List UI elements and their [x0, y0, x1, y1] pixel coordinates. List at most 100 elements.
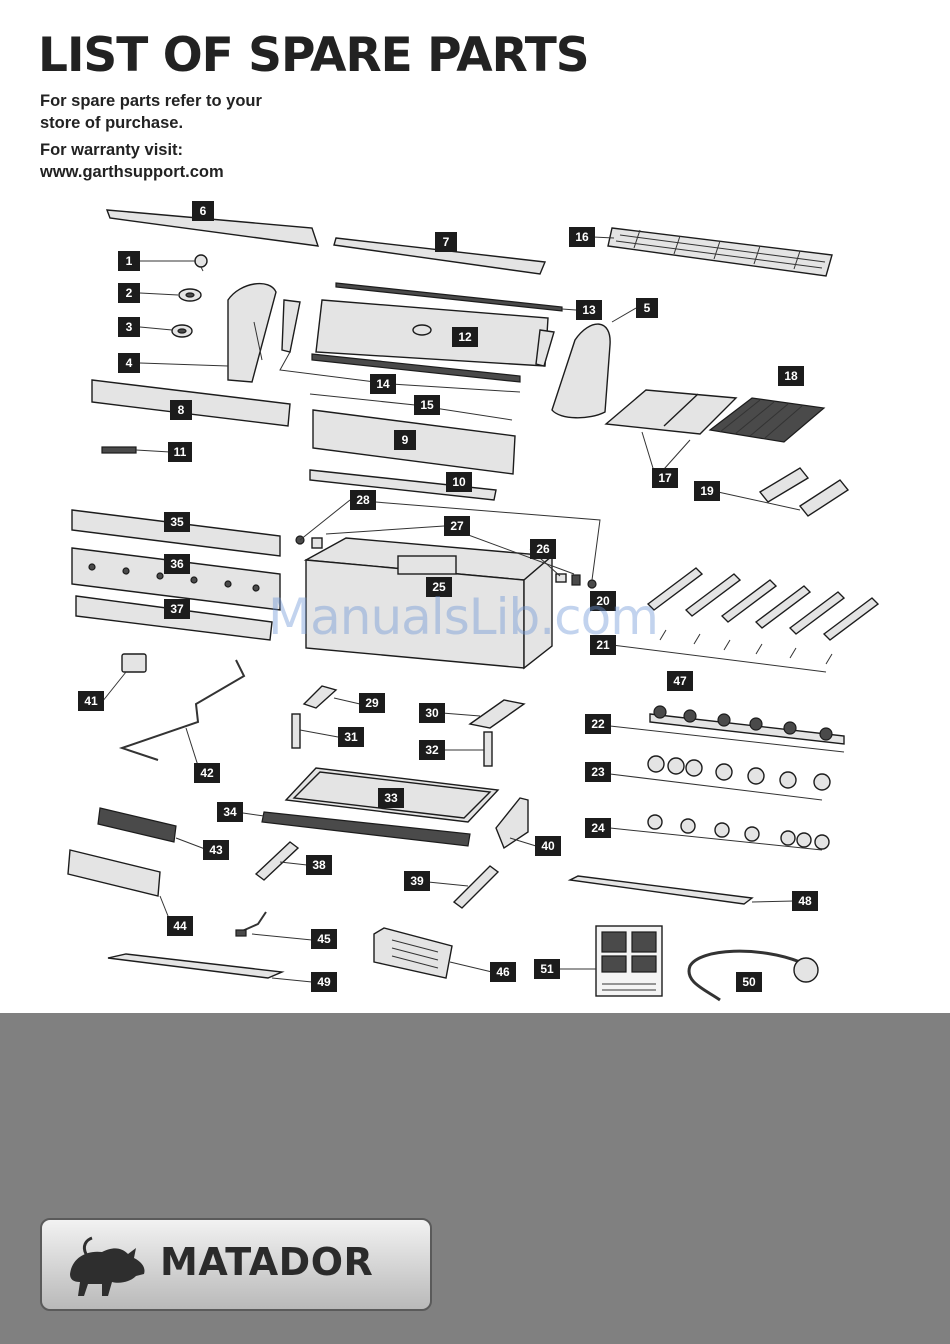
- bull-icon: [56, 1226, 156, 1306]
- svg-text:15: 15: [420, 398, 434, 412]
- svg-text:17: 17: [658, 471, 672, 485]
- part-tag-46: 46: [490, 962, 516, 982]
- part-drawing-46: [374, 928, 452, 978]
- part-tag-33: 33: [378, 788, 404, 808]
- part-tag-41: 41: [78, 691, 104, 711]
- part-drawing-26: [572, 575, 580, 585]
- part-drawing-21: [660, 630, 832, 664]
- svg-text:25: 25: [432, 580, 446, 594]
- svg-text:18: 18: [784, 369, 798, 383]
- svg-text:14: 14: [376, 377, 390, 391]
- svg-text:20: 20: [596, 594, 610, 608]
- part-tag-38: 38: [306, 855, 332, 875]
- part-drawing-30: [470, 700, 524, 728]
- part-drawing-19: [760, 468, 848, 516]
- svg-text:7: 7: [443, 235, 450, 249]
- svg-text:6: 6: [200, 204, 207, 218]
- part-tag-40: 40: [535, 836, 561, 856]
- svg-text:31: 31: [344, 730, 358, 744]
- part-tag-19: 19: [694, 481, 720, 501]
- part-drawing-41: [122, 654, 146, 672]
- part-tag-30: 30: [419, 703, 445, 723]
- brand-logo: MATADOR: [40, 1218, 432, 1311]
- svg-text:27: 27: [450, 519, 464, 533]
- part-drawing-49: [108, 954, 282, 978]
- svg-text:51: 51: [540, 962, 554, 976]
- part-drawing-16: [608, 228, 832, 276]
- part-drawing-44: [68, 850, 160, 896]
- exploded-parts-diagram: 1 2 3 4 5 6 7 8 9 10 11 12 13 14 15 16 1…: [0, 0, 950, 1013]
- svg-text:8: 8: [178, 403, 185, 417]
- part-tag-43: 43: [203, 840, 229, 860]
- svg-text:21: 21: [596, 638, 610, 652]
- svg-text:3: 3: [126, 320, 133, 334]
- part-tag-39: 39: [404, 871, 430, 891]
- part-tag-28: 28: [350, 490, 376, 510]
- part-tag-26: 26: [530, 539, 556, 559]
- part-tag-4: 4: [118, 353, 140, 373]
- svg-text:19: 19: [700, 484, 714, 498]
- part-drawing-23: [648, 756, 830, 790]
- part-tag-44: 44: [167, 916, 193, 936]
- svg-text:10: 10: [452, 475, 466, 489]
- part-tag-14: 14: [370, 374, 396, 394]
- part-drawing-25: [306, 538, 552, 668]
- svg-text:47: 47: [673, 674, 687, 688]
- svg-text:48: 48: [798, 894, 812, 908]
- svg-text:30: 30: [425, 706, 439, 720]
- svg-text:32: 32: [425, 743, 439, 757]
- svg-text:45: 45: [317, 932, 331, 946]
- part-tag-11: 11: [168, 442, 192, 462]
- part-tag-37: 37: [164, 599, 190, 619]
- svg-text:39: 39: [410, 874, 424, 888]
- svg-text:34: 34: [223, 805, 237, 819]
- part-drawing-39: [454, 866, 498, 908]
- svg-text:50: 50: [742, 975, 756, 989]
- part-drawing-2: [179, 289, 201, 301]
- part-tag-45: 45: [311, 929, 337, 949]
- svg-text:44: 44: [173, 919, 187, 933]
- part-drawing-40: [496, 798, 528, 848]
- svg-text:49: 49: [317, 975, 331, 989]
- part-drawing-42: [122, 660, 244, 760]
- svg-text:40: 40: [541, 839, 555, 853]
- part-drawing-4: [228, 284, 276, 382]
- part-drawing-12: [316, 300, 548, 366]
- part-drawing-51: [596, 926, 662, 996]
- part-tag-6: 6: [192, 201, 214, 221]
- part-tag-49: 49: [311, 972, 337, 992]
- part-drawing-43: [98, 808, 176, 842]
- part-tag-25: 25: [426, 577, 452, 597]
- part-tag-9: 9: [394, 430, 416, 450]
- svg-text:46: 46: [496, 965, 510, 979]
- part-tag-47: 47: [667, 671, 693, 691]
- part-tag-35: 35: [164, 512, 190, 532]
- part-tag-2: 2: [118, 283, 140, 303]
- part-drawing-24: [648, 815, 829, 849]
- part-drawing-5: [552, 324, 610, 418]
- part-tag-27: 27: [444, 516, 470, 536]
- part-tag-17: 17: [652, 468, 678, 488]
- part-drawing-31: [292, 714, 300, 748]
- part-tag-22: 22: [585, 714, 611, 734]
- svg-text:42: 42: [200, 766, 214, 780]
- part-drawing-38: [256, 842, 298, 880]
- svg-text:26: 26: [536, 542, 550, 556]
- svg-text:37: 37: [170, 602, 184, 616]
- part-tag-23: 23: [585, 762, 611, 782]
- part-tag-31: 31: [338, 727, 364, 747]
- svg-text:9: 9: [402, 433, 409, 447]
- part-tag-20: 20: [590, 591, 616, 611]
- svg-text:5: 5: [644, 301, 651, 315]
- part-tag-42: 42: [194, 763, 220, 783]
- svg-text:29: 29: [365, 696, 379, 710]
- part-tag-5: 5: [636, 298, 658, 318]
- svg-text:11: 11: [174, 445, 187, 459]
- svg-text:23: 23: [591, 765, 605, 779]
- part-tag-10: 10: [446, 472, 472, 492]
- part-tag-12: 12: [452, 327, 478, 347]
- part-drawing-32: [484, 732, 492, 766]
- svg-text:38: 38: [312, 858, 326, 872]
- svg-text:43: 43: [209, 843, 223, 857]
- part-tag-15: 15: [414, 395, 440, 415]
